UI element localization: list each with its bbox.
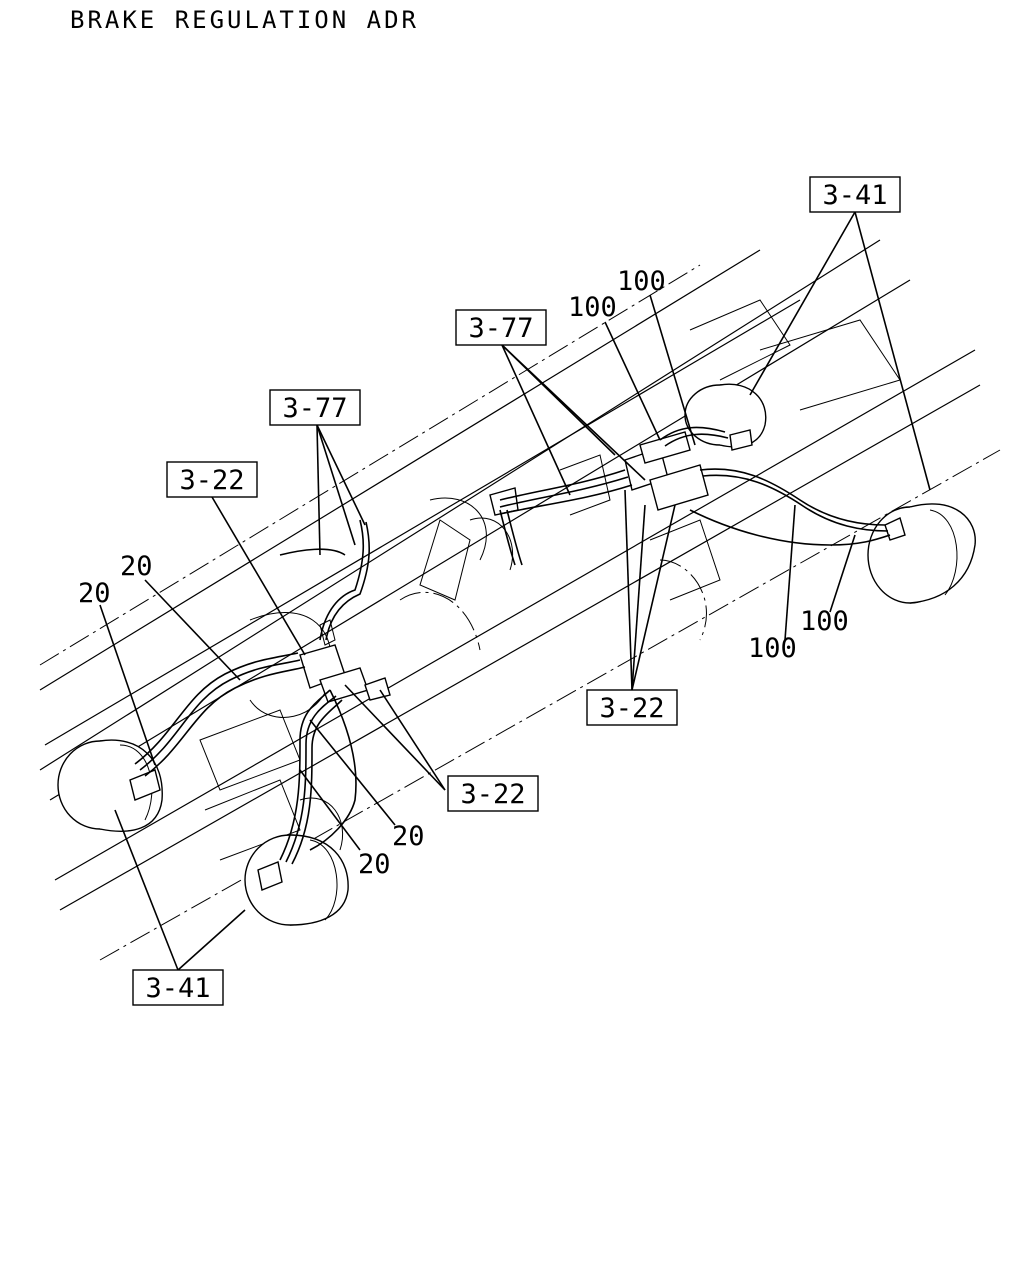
valve-block-front	[299, 619, 391, 703]
part-number-labels: 100 100 100 100 20 20 20 20	[78, 266, 849, 880]
svg-text:3-77: 3-77	[468, 313, 533, 344]
svg-text:3-41: 3-41	[822, 180, 887, 211]
callout-3-41-top-right[interactable]: 3-41	[809, 176, 901, 213]
svg-text:3-22: 3-22	[179, 465, 244, 496]
brake-chamber-rear-left	[684, 383, 767, 451]
callout-3-77-left[interactable]: 3-77	[269, 389, 361, 426]
brake-chamber-rear-right	[867, 503, 976, 604]
pipes-front	[134, 519, 370, 865]
brake-chamber-front-right	[244, 834, 349, 926]
part-number-20-d: 20	[358, 849, 391, 880]
svg-text:3-77: 3-77	[282, 393, 347, 424]
callout-3-77-right[interactable]: 3-77	[455, 309, 547, 346]
svg-text:3-22: 3-22	[599, 693, 664, 724]
callout-3-22-right[interactable]: 3-22	[586, 689, 678, 726]
page-title: BRAKE REGULATION ADR	[70, 6, 419, 34]
part-number-20-a: 20	[120, 551, 153, 582]
chassis-frame	[39, 239, 1001, 961]
part-number-20-b: 20	[78, 578, 111, 609]
leader-lines	[99, 211, 931, 971]
callout-3-22-mid[interactable]: 3-22	[447, 775, 539, 812]
callout-3-22-left[interactable]: 3-22	[166, 461, 258, 498]
part-number-100-c: 100	[800, 606, 849, 637]
brake-chamber-front-left	[57, 739, 163, 832]
svg-text:3-41: 3-41	[145, 973, 210, 1004]
callout-3-41-bottom-left[interactable]: 3-41	[132, 969, 224, 1006]
svg-text:3-22: 3-22	[460, 779, 525, 810]
part-number-100-b: 100	[568, 292, 617, 323]
part-number-100-d: 100	[748, 633, 797, 664]
valve-block-rear	[489, 431, 709, 516]
part-number-100-a: 100	[617, 266, 666, 297]
part-number-20-c: 20	[392, 821, 425, 852]
